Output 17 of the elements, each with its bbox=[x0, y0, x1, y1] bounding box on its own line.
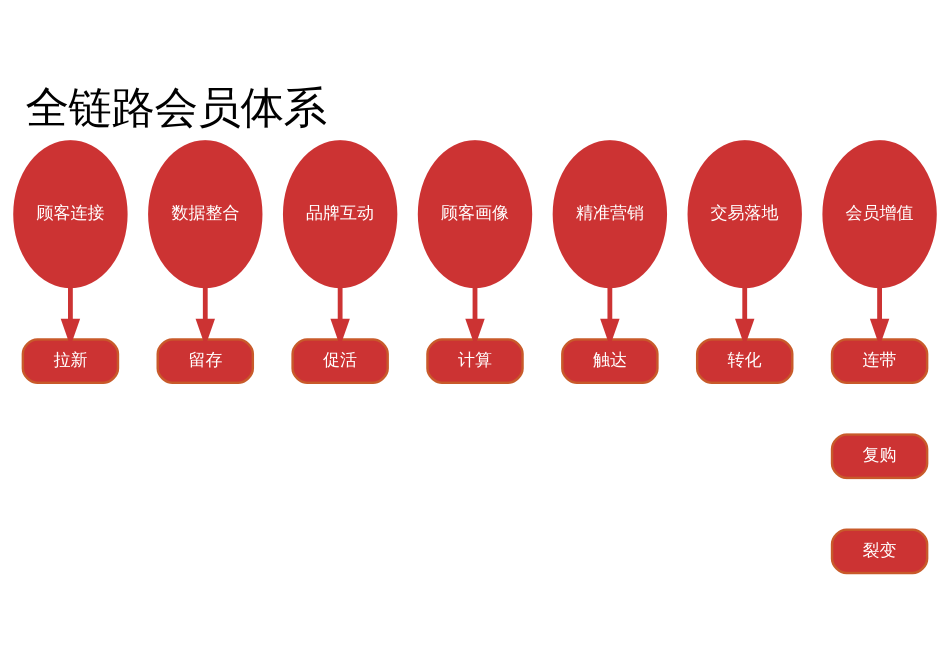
node-box: 留存 bbox=[156, 338, 254, 384]
node-ellipse: 品牌互动 bbox=[282, 140, 397, 288]
node-box: 计算 bbox=[426, 338, 524, 384]
node-box: 复购 bbox=[830, 433, 928, 480]
node-ellipse: 顾客画像 bbox=[417, 140, 532, 288]
node-box: 连带 bbox=[830, 338, 928, 384]
node-ellipse: 交易落地 bbox=[687, 140, 802, 288]
node-ellipse: 数据整合 bbox=[148, 140, 262, 288]
node-box: 拉新 bbox=[21, 338, 119, 384]
node-ellipse: 顾客连接 bbox=[12, 140, 128, 288]
node-box: 促活 bbox=[290, 338, 388, 384]
node-ellipse: 会员增值 bbox=[822, 140, 936, 288]
node-ellipse: 精准营销 bbox=[552, 140, 667, 288]
node-box: 触达 bbox=[560, 338, 658, 384]
node-box: 转化 bbox=[695, 338, 793, 384]
node-box: 裂变 bbox=[830, 528, 928, 574]
diagram-title: 全链路会员体系 bbox=[24, 83, 326, 134]
